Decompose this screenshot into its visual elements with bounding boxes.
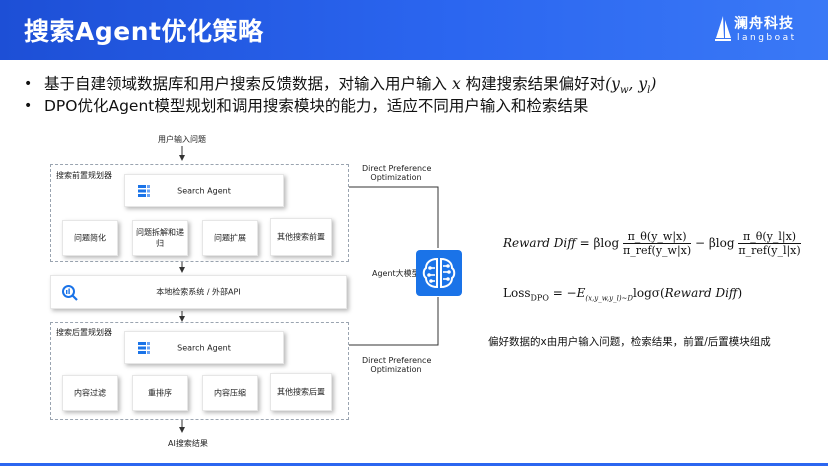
loss-formula: LossDPO = −E(x,y_w,y_l)~Dlogσ(Reward Dif… [503, 286, 742, 302]
post-module-2-label: 重排序 [148, 388, 172, 398]
search-icon [62, 285, 78, 301]
bullet-list: • 基于自建领域数据库和用户搜索反馈数据，对输入用户输入 x 构建搜索结果偏好对… [20, 73, 820, 117]
bullet-2-text: DPO优化Agent模型规划和调用搜索模块的能力，适应不同用户输入和检索结果 [44, 97, 589, 115]
bullet-dot: • [24, 98, 33, 114]
pre-agent-label: Search Agent [177, 186, 231, 195]
dpo-top-line1: Direct Preference [362, 164, 432, 173]
pre-module-4-label: 其他搜索前置 [277, 232, 325, 242]
frac2-num: π_θ(y_l|x) [738, 230, 801, 244]
pre-search-agent: Search Agent [124, 174, 284, 207]
loss-close: ) [737, 286, 743, 300]
loss-eq: = − [548, 286, 577, 300]
dpo-label-top: Direct Preference Optimization [362, 164, 432, 182]
fraction-1: π_θ(y_w|x)π_ref(y_w|x) [622, 230, 692, 257]
pre-planner-title: 搜索前置规划器 [56, 171, 112, 180]
frac1-num: π_θ(y_w|x) [622, 230, 692, 244]
frac1-den: π_ref(y_w|x) [622, 244, 692, 257]
loss-sub: DPO [530, 293, 549, 303]
fraction-2: π_θ(y_l|x)π_ref(y_l|x) [738, 230, 801, 257]
database-icon [138, 342, 150, 354]
company-logo: 澜舟科技 langboat [714, 10, 804, 50]
bullet-1-text-b: 构建搜索结果偏好对 [460, 75, 606, 93]
post-module-4-label: 其他搜索后置 [277, 387, 325, 397]
loss-lhs: Loss [503, 286, 531, 300]
logo-name: 澜舟科技 [734, 16, 794, 32]
bullet-1-text-a: 基于自建领域数据库和用户搜索反馈数据，对输入用户输入 [44, 75, 452, 93]
pre-module-3: 问题扩展 [202, 220, 258, 256]
llm-label: Agent大模型 [372, 269, 420, 278]
pre-module-2: 问题拆解和递归 [132, 220, 188, 256]
retrieval-system: 本地检索系统 / 外部API [50, 275, 347, 309]
dpo-top-line2: Optimization [370, 173, 422, 182]
post-module-4: 其他搜索后置 [270, 373, 332, 411]
pair-w: w [619, 85, 629, 97]
reward-eq: = βlog [575, 236, 620, 250]
output-label: AI搜索结果 [168, 439, 208, 448]
reward-lhs: Reward Diff [503, 236, 576, 250]
pre-module-1-label: 问题简化 [74, 233, 106, 243]
retrieval-label: 本地检索系统 / 外部API [156, 287, 241, 297]
dpo-label-bottom: Direct Preference Optimization [362, 356, 432, 374]
post-planner-title: 搜索后置规划器 [56, 328, 112, 337]
post-search-agent: Search Agent [124, 331, 284, 364]
loss-arg: Reward Diff [664, 286, 738, 300]
pre-module-2-label: 问题拆解和递归 [136, 228, 184, 248]
loss-rhs: logσ( [633, 286, 665, 300]
dpo-bottom-line1: Direct Preference [362, 356, 432, 365]
pair-comma: , y [628, 75, 648, 93]
loss-expectation: E [576, 286, 586, 300]
title-bar: 搜索Agent优化策略 澜舟科技 langboat [0, 0, 828, 60]
pair-open: (y [605, 75, 620, 93]
page-title: 搜索Agent优化策略 [24, 17, 264, 46]
preference-pair: (yw, yl) [605, 75, 657, 97]
input-label: 用户输入问题 [158, 135, 206, 144]
bottom-accent-line [0, 463, 828, 466]
post-module-2: 重排序 [132, 375, 188, 411]
pre-module-1: 问题简化 [62, 220, 118, 256]
post-agent-label: Search Agent [177, 343, 231, 352]
preference-data-note: 偏好数据的x由用户输入问题，检索结果，前置/后置模块组成 [488, 336, 771, 348]
bullet-item-1: • 基于自建领域数据库和用户搜索反馈数据，对输入用户输入 x 构建搜索结果偏好对… [20, 73, 820, 97]
reward-diff-formula: Reward Diff = βlog π_θ(y_w|x)π_ref(y_w|x… [503, 230, 801, 257]
loss-expectation-sub: (x,y_w,y_l)~D [585, 294, 634, 303]
pre-module-4: 其他搜索前置 [270, 218, 332, 256]
ai-brain-icon [416, 250, 462, 296]
reward-minus: − βlog [691, 236, 735, 250]
logo-subtitle: langboat [737, 33, 797, 43]
database-icon [138, 185, 150, 197]
pre-module-3-label: 问题扩展 [214, 233, 246, 243]
pair-l: l [647, 85, 651, 97]
post-module-3: 内容压缩 [202, 375, 258, 411]
frac2-den: π_ref(y_l|x) [738, 244, 801, 257]
bullet-1-var-x: x [451, 75, 461, 93]
dpo-bottom-line2: Optimization [370, 365, 422, 374]
bullet-item-2: • DPO优化Agent模型规划和调用搜索模块的能力，适应不同用户输入和检索结果 [20, 95, 820, 117]
pair-close: ) [650, 75, 657, 93]
boat-logo-icon [715, 16, 731, 41]
post-module-1-label: 内容过滤 [74, 388, 106, 398]
post-module-3-label: 内容压缩 [214, 388, 246, 398]
bullet-dot: • [24, 76, 33, 92]
post-module-1: 内容过滤 [62, 375, 118, 411]
